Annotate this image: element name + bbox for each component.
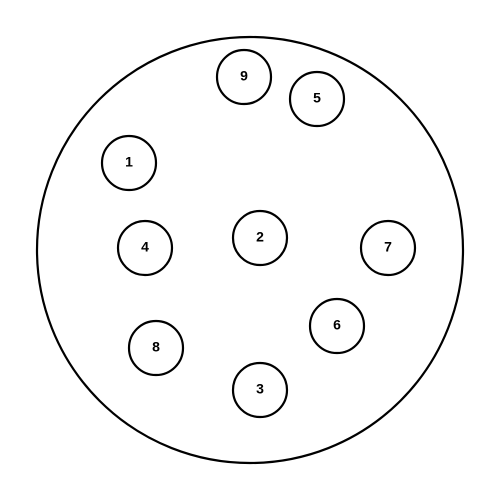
node-1: 1 xyxy=(100,134,158,192)
node-3: 3 xyxy=(231,361,289,419)
node-7-circle xyxy=(359,219,417,277)
node-2: 2 xyxy=(231,209,289,267)
node-6-label: 6 xyxy=(333,317,341,333)
node-3-label: 3 xyxy=(256,381,264,397)
node-9-circle xyxy=(215,48,273,106)
node-1-circle xyxy=(100,134,158,192)
node-2-label: 2 xyxy=(256,229,264,245)
node-7: 7 xyxy=(359,219,417,277)
node-3-circle xyxy=(231,361,289,419)
node-5-circle xyxy=(288,70,346,128)
node-4-circle xyxy=(116,219,174,277)
node-4-label: 4 xyxy=(141,239,149,255)
node-1-label: 1 xyxy=(125,154,133,170)
node-8-label: 8 xyxy=(152,339,160,355)
node-9: 9 xyxy=(215,48,273,106)
node-4: 4 xyxy=(116,219,174,277)
node-7-label: 7 xyxy=(384,239,392,255)
node-5-label: 5 xyxy=(313,90,321,106)
node-6-circle xyxy=(308,297,366,355)
node-2-circle xyxy=(231,209,289,267)
node-8-circle xyxy=(127,319,185,377)
node-5: 5 xyxy=(288,70,346,128)
node-9-label: 9 xyxy=(240,68,248,84)
node-8: 8 xyxy=(127,319,185,377)
node-6: 6 xyxy=(308,297,366,355)
